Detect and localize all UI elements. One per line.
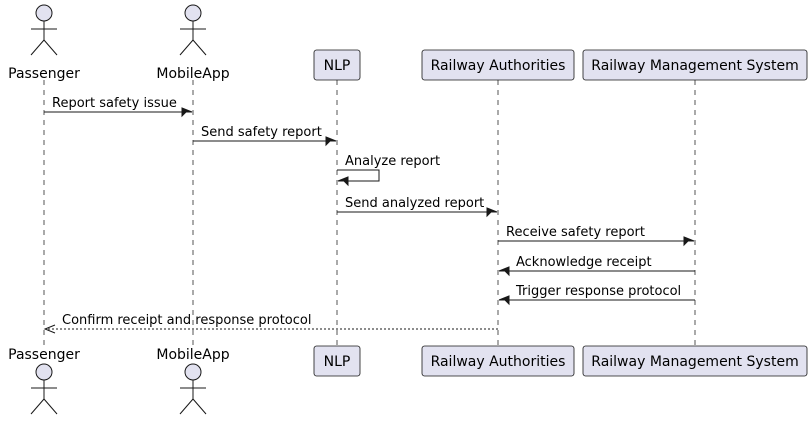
participant-box [313, 345, 361, 377]
participant-box [421, 49, 575, 81]
message-label: Receive safety report [506, 225, 645, 240]
arrow-head [486, 207, 498, 218]
arrow-head [337, 176, 349, 187]
participant-heads-top: Passenger MobileApp NLP Railway Authorities… [8, 4, 808, 82]
message-label: Send safety report [201, 125, 322, 140]
actor-icon [184, 4, 202, 22]
actor-mobileapp-bottom: MobileApp [156, 347, 230, 415]
actor-leg-right [43, 39, 58, 56]
message-label: Send analyzed report [345, 196, 484, 211]
message-3: Analyze report [337, 154, 440, 187]
participant-label: Railway Authorities [431, 354, 566, 370]
participant-label: NLP [324, 354, 351, 370]
message-label: Report safety issue [52, 96, 177, 111]
message-7: Trigger response protocol [498, 284, 695, 306]
participant-label: Railway Management System [591, 58, 798, 74]
message-label: Confirm receipt and response protocol [62, 313, 311, 328]
participant-authorities-bottom: Railway Authorities [421, 345, 575, 377]
message-label: Trigger response protocol [515, 284, 681, 299]
message-label: Analyze report [345, 154, 440, 169]
message-label: Acknowledge receipt [516, 255, 652, 270]
actor-icon [35, 363, 53, 381]
participant-box [582, 345, 808, 377]
participant-box [421, 345, 575, 377]
actor-leg-left [179, 398, 194, 415]
message-line [337, 169, 380, 182]
participant-authorities-top: Railway Authorities [421, 49, 575, 81]
arrow-head [325, 136, 337, 147]
message-8: Confirm receipt and response protocol [43, 313, 498, 334]
arrow-head [498, 266, 510, 277]
message-5: Receive safety report [498, 225, 695, 247]
actor-passenger-top: Passenger [8, 4, 80, 82]
actor-icon [35, 4, 53, 22]
message-4: Send analyzed report [337, 196, 498, 218]
arrow-head [683, 236, 695, 247]
actor-label: MobileApp [156, 347, 229, 363]
actor-icon [184, 363, 202, 381]
actor-label: MobileApp [156, 66, 229, 82]
message-1: Report safety issue [44, 96, 193, 118]
participant-box [582, 49, 808, 81]
actor-leg-right [43, 398, 58, 415]
arrow-head [498, 295, 510, 306]
participant-box [313, 49, 361, 81]
participant-heads-bottom: Passenger MobileApp NLP Railway Authorities… [8, 345, 808, 415]
actor-label: Passenger [8, 66, 80, 82]
actor-leg-right [192, 398, 207, 415]
actor-label: Passenger [8, 347, 80, 363]
actor-leg-right [192, 39, 207, 56]
arrow-head [181, 107, 193, 118]
actor-passenger-bottom: Passenger [8, 347, 80, 415]
participant-label: Railway Authorities [431, 58, 566, 74]
actor-mobileapp-top: MobileApp [156, 4, 230, 82]
participant-label: Railway Management System [591, 354, 798, 370]
participant-nlp-top: NLP [313, 49, 361, 81]
arrow-head [43, 324, 56, 334]
actor-leg-left [179, 39, 194, 56]
actor-leg-left [30, 39, 45, 56]
actor-leg-left [30, 398, 45, 415]
message-6: Acknowledge receipt [498, 255, 695, 277]
participant-rms-bottom: Railway Management System [582, 345, 808, 377]
participant-rms-top: Railway Management System [582, 49, 808, 81]
participant-label: NLP [324, 58, 351, 74]
participant-nlp-bottom: NLP [313, 345, 361, 377]
message-2: Send safety report [193, 125, 337, 147]
